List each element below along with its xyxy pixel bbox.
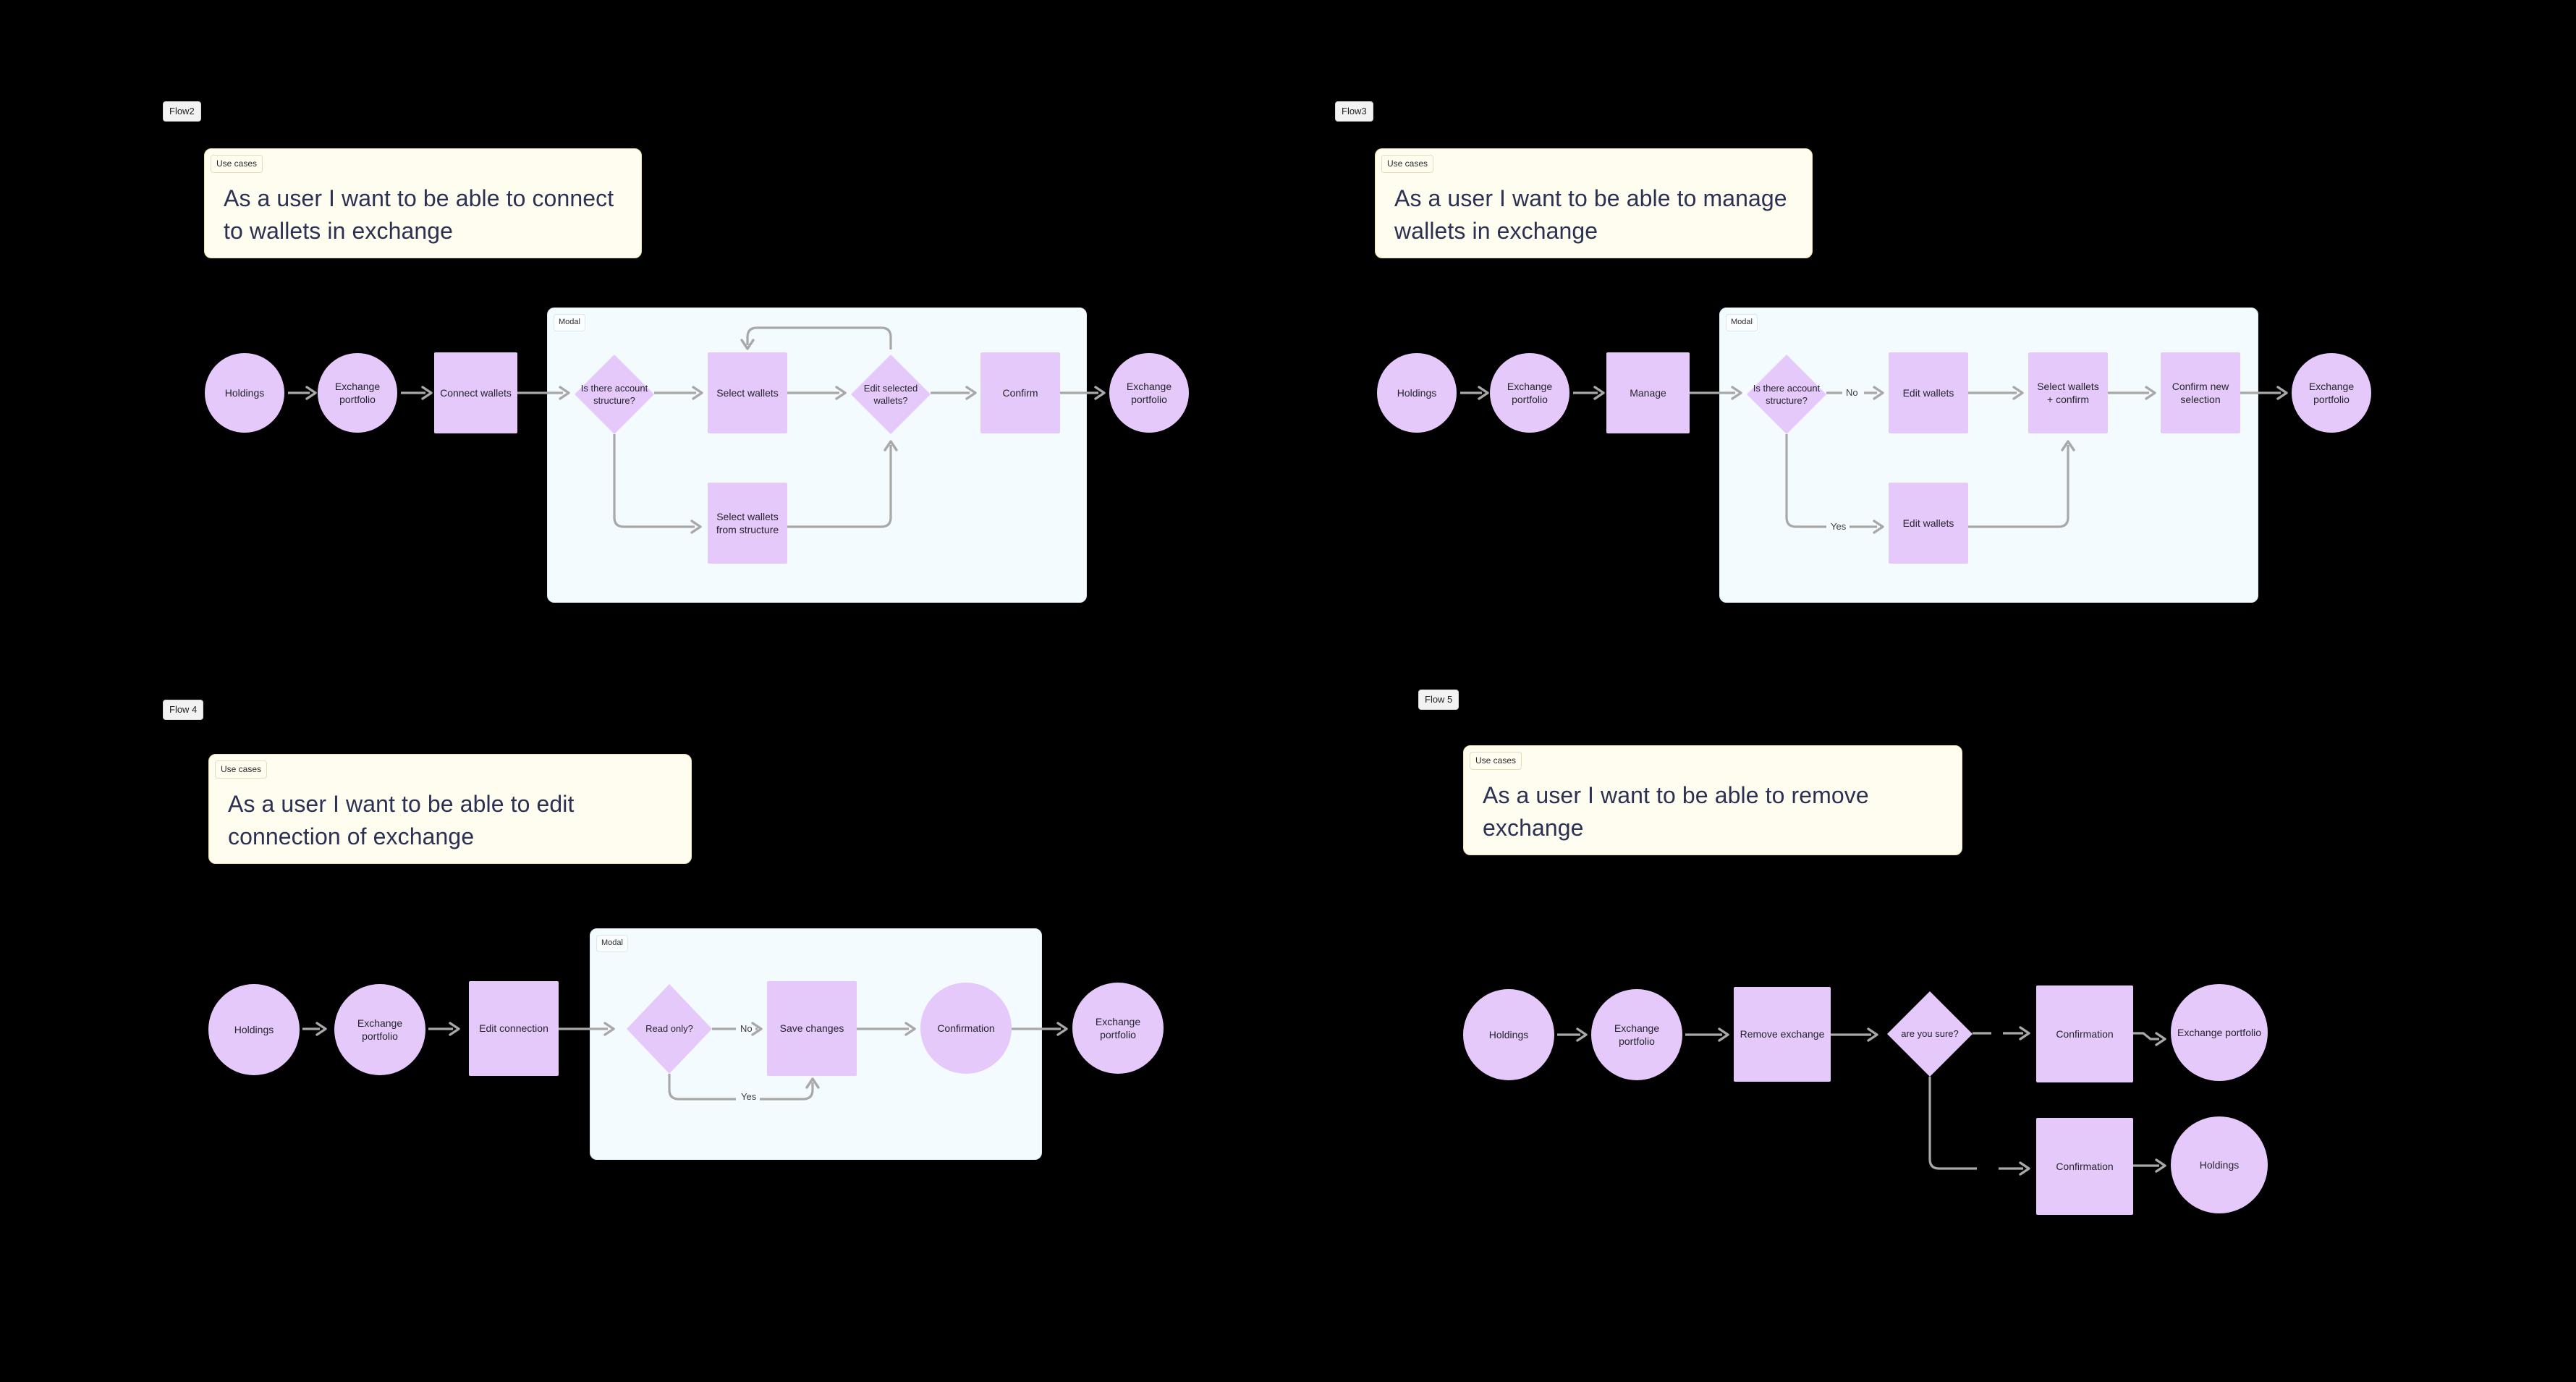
node-manage[interactable]: Manage	[1606, 352, 1690, 433]
node-label: Edit wallets	[1902, 386, 1954, 399]
node-exchange-portfolio[interactable]: Exchange portfolio	[318, 353, 397, 433]
node-exchange-portfolio[interactable]: Exchange portfolio	[1490, 353, 1569, 433]
node-label: Save changes	[779, 1022, 844, 1035]
node-label: Exchange portfolio	[334, 380, 381, 405]
node-edit-wallets-no[interactable]: Edit wallets	[1889, 352, 1968, 433]
modal-tag: Modal	[554, 314, 585, 331]
frame-tag-flow5[interactable]: Flow 5	[1418, 690, 1459, 710]
node-label: Exchange portfolio	[1614, 1022, 1660, 1047]
node-confirmation-bottom[interactable]: Confirmation	[2036, 1118, 2133, 1215]
usecase-tag: Use cases	[1381, 155, 1434, 173]
node-label: Is there account structure?	[1753, 382, 1821, 406]
node-exchange-portfolio-end[interactable]: Exchange portfolio	[1072, 983, 1164, 1074]
node-label: Confirm	[1002, 386, 1038, 399]
node-select-wallets-confirm[interactable]: Select wallets + confirm	[2028, 352, 2108, 433]
node-decision-edit-selected-wallets[interactable]: Edit selected wallets?	[851, 355, 931, 434]
edge-label-no: No	[740, 1023, 753, 1034]
usecase-text: As a user I want to be able to remove ex…	[1483, 782, 1869, 842]
node-holdings[interactable]: Holdings	[205, 353, 284, 433]
node-label: Confirmation	[2056, 1160, 2114, 1172]
node-select-wallets[interactable]: Select wallets	[708, 352, 787, 433]
node-holdings[interactable]: Holdings	[208, 984, 300, 1075]
node-holdings-end[interactable]: Holdings	[2171, 1116, 2268, 1213]
usecase-text: As a user I want to be able to edit conn…	[228, 791, 575, 850]
node-label: Holdings	[224, 386, 265, 399]
node-label: Exchange portfolio	[357, 1017, 403, 1042]
node-label: Manage	[1630, 386, 1666, 399]
node-label: Confirm new selection	[2172, 380, 2229, 405]
node-label: Exchange portfolio	[1095, 1015, 1141, 1040]
node-decision-account-structure[interactable]: Is there account structure?	[575, 355, 654, 434]
node-exchange-portfolio-end[interactable]: Exchange portfolio	[2292, 353, 2371, 433]
usecase-tag: Use cases	[215, 760, 268, 779]
usecase-tag: Use cases	[211, 155, 263, 173]
node-edit-connection[interactable]: Edit connection	[469, 981, 559, 1076]
node-label: Holdings	[234, 1023, 274, 1035]
node-confirmation[interactable]: Confirmation	[920, 983, 1012, 1074]
frame-tag-flow4[interactable]: Flow 4	[163, 700, 204, 720]
node-exchange-portfolio-end[interactable]: Exchange portfolio	[1109, 353, 1189, 433]
usecase-card-flow4[interactable]: Use cases As a user I want to be able to…	[208, 754, 692, 864]
node-label: Holdings	[1397, 386, 1437, 399]
modal-tag: Modal	[596, 935, 628, 952]
node-label: Holdings	[2199, 1158, 2240, 1171]
edge-label-yes: Yes	[741, 1091, 757, 1102]
node-label: Is there account structure?	[580, 382, 648, 406]
usecase-tag: Use cases	[1470, 752, 1522, 770]
usecase-text: As a user I want to be able to connect t…	[224, 185, 614, 245]
usecase-card-flow2[interactable]: Use cases As a user I want to be able to…	[204, 148, 642, 258]
node-label: Exchange portfolio	[2308, 380, 2355, 405]
node-edit-wallets-yes[interactable]: Edit wallets	[1889, 483, 1968, 564]
node-label: Select wallets from structure	[716, 510, 779, 535]
frame-tag-flow2[interactable]: Flow2	[163, 101, 201, 122]
node-decision-are-you-sure[interactable]: are you sure?	[1887, 991, 1973, 1077]
usecase-card-flow5[interactable]: Use cases As a user I want to be able to…	[1463, 745, 1962, 855]
node-save-changes[interactable]: Save changes	[767, 981, 857, 1076]
node-label: Remove exchange	[1740, 1028, 1825, 1040]
node-decision-account-structure[interactable]: Is there account structure?	[1747, 355, 1826, 434]
node-confirmation-top[interactable]: Confirmation	[2036, 985, 2133, 1082]
node-holdings[interactable]: Holdings	[1377, 353, 1457, 433]
node-exchange-portfolio[interactable]: Exchange portfolio	[334, 984, 425, 1075]
node-confirm[interactable]: Confirm	[980, 352, 1060, 433]
node-select-wallets-from-structure[interactable]: Select wallets from structure	[708, 483, 787, 564]
frame-tag-flow3[interactable]: Flow3	[1335, 101, 1373, 122]
modal-tag: Modal	[1726, 314, 1758, 331]
node-label: Exchange portfolio	[1507, 380, 1553, 405]
edge-label-yes: Yes	[1831, 521, 1847, 532]
node-label: Exchange portfolio	[1126, 380, 1172, 405]
usecase-card-flow3[interactable]: Use cases As a user I want to be able to…	[1375, 148, 1813, 258]
node-label: Edit selected wallets?	[863, 382, 918, 406]
node-decision-read-only[interactable]: Read only?	[627, 984, 712, 1074]
node-label: Edit connection	[479, 1022, 548, 1035]
node-label: Edit wallets	[1902, 517, 1954, 529]
usecase-text: As a user I want to be able to manage wa…	[1394, 185, 1787, 245]
node-label: Holdings	[1488, 1028, 1529, 1040]
node-label: Select wallets + confirm	[2037, 380, 2099, 405]
node-label: Read only?	[645, 1023, 693, 1035]
node-label: Confirmation	[2056, 1027, 2114, 1040]
node-confirm-new-selection[interactable]: Confirm new selection	[2161, 352, 2240, 433]
node-remove-exchange[interactable]: Remove exchange	[1734, 987, 1831, 1082]
node-exchange-portfolio[interactable]: Exchange portfolio	[1591, 989, 1682, 1080]
node-label: Confirmation	[937, 1022, 995, 1034]
node-label: Exchange portfolio	[2177, 1026, 2261, 1038]
node-holdings[interactable]: Holdings	[1463, 989, 1554, 1080]
edge-label-no: No	[1846, 387, 1858, 398]
node-exchange-portfolio-end[interactable]: Exchange portfolio	[2171, 984, 2268, 1081]
node-label: Select wallets	[716, 386, 779, 399]
node-label: are you sure?	[1901, 1028, 1959, 1040]
node-label: Connect wallets	[440, 386, 512, 399]
node-connect-wallets[interactable]: Connect wallets	[434, 352, 517, 433]
